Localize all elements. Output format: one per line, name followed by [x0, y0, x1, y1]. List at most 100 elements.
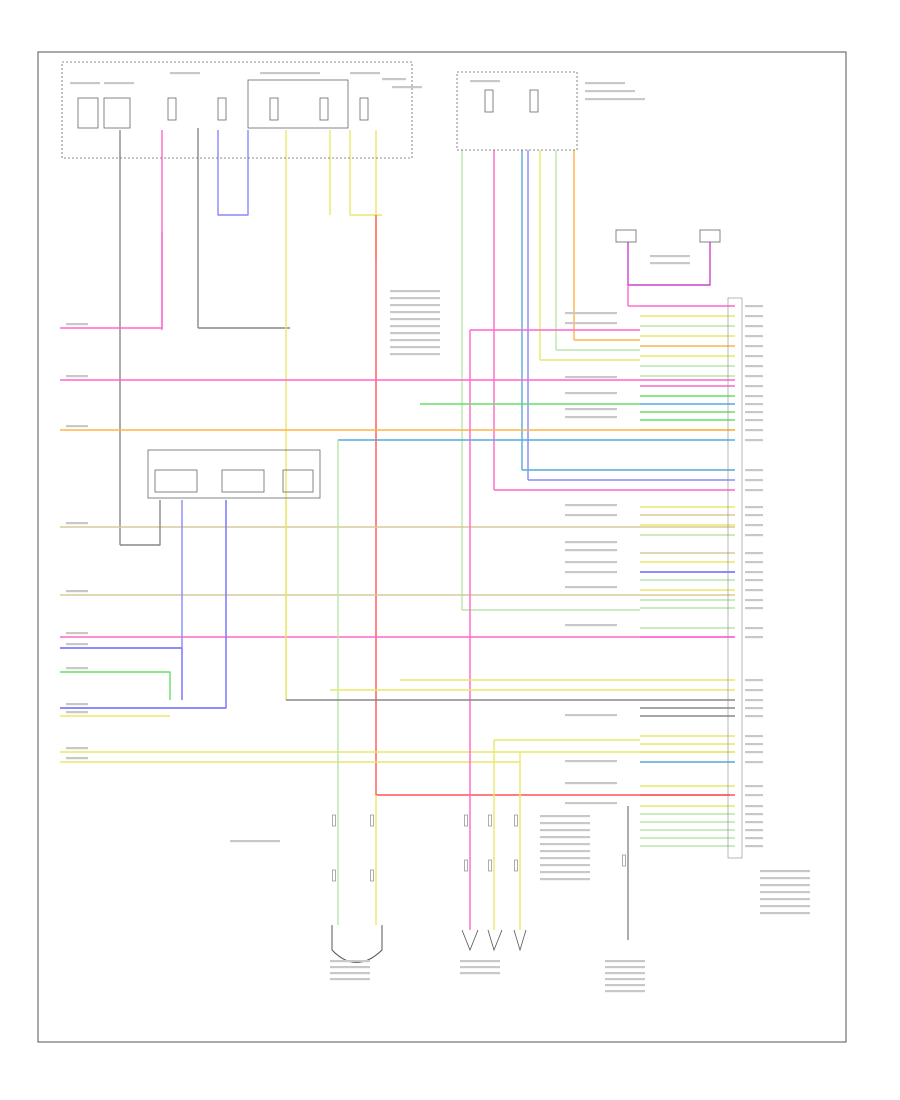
- pin-label: [745, 751, 763, 754]
- connector-pin: [488, 814, 492, 827]
- circuit-label: [565, 624, 617, 627]
- pin-label: [745, 403, 763, 406]
- module-sub: [282, 469, 314, 493]
- pin-label: [745, 524, 763, 527]
- component-label: [760, 877, 810, 880]
- component-label: [605, 960, 645, 963]
- header-label: [585, 82, 625, 85]
- circuit-label: [565, 571, 617, 574]
- circuit-label: [565, 408, 617, 411]
- component-label: [605, 990, 645, 993]
- pin-label: [745, 813, 763, 816]
- component-label: [760, 912, 810, 915]
- circuit-label: [565, 561, 617, 564]
- fuse-element: [167, 97, 177, 121]
- circuit-label: [565, 714, 617, 717]
- pin-label: [745, 794, 763, 797]
- connector-pin: [370, 869, 374, 882]
- connector-pin: [332, 869, 336, 882]
- pin-label: [745, 571, 763, 574]
- pin-label: [745, 785, 763, 788]
- circuit-label: [565, 549, 617, 552]
- circuit-label: [565, 504, 617, 507]
- connector-pin: [464, 859, 468, 872]
- connector-pin: [332, 814, 336, 827]
- pin-label: [745, 707, 763, 710]
- wire-color-label: [66, 425, 88, 428]
- circuit-label: [565, 514, 617, 517]
- component-label: [390, 290, 440, 293]
- component-label: [650, 255, 690, 258]
- pin-label: [745, 429, 763, 432]
- pin-label: [745, 469, 763, 472]
- component-label: [760, 884, 810, 887]
- pin-label: [745, 479, 763, 482]
- fuse-element: [484, 89, 494, 113]
- connector-pin: [622, 854, 626, 867]
- module-box: [147, 449, 321, 499]
- pin-label: [745, 561, 763, 564]
- connector-pin: [514, 814, 518, 827]
- fuse-box-top-left: [61, 61, 413, 159]
- pin-label: [745, 395, 763, 398]
- component-label: [605, 966, 645, 969]
- pin-label: [745, 837, 763, 840]
- header-label: [70, 82, 100, 85]
- module-sub: [154, 469, 198, 493]
- wire: [627, 242, 711, 286]
- wire-color-label: [66, 632, 88, 635]
- fuse-element: [217, 97, 227, 121]
- header-label: [104, 82, 134, 85]
- pin-label: [745, 385, 763, 388]
- component-label: [330, 972, 370, 975]
- switch-box: [615, 229, 637, 243]
- component-label: [605, 984, 645, 987]
- fuse-element: [319, 97, 329, 121]
- component-label: [390, 297, 440, 300]
- wire: [120, 500, 161, 546]
- component-label: [540, 829, 590, 832]
- circuit-label: [565, 312, 617, 315]
- wire-color-label: [66, 747, 88, 750]
- component-label: [760, 898, 810, 901]
- pin-label: [745, 627, 763, 630]
- sensor-symbol: [331, 925, 383, 963]
- header-label: [382, 78, 406, 81]
- switch-box: [699, 229, 721, 243]
- pin-label: [745, 821, 763, 824]
- connector-pin: [514, 859, 518, 872]
- pin-label: [745, 761, 763, 764]
- wire-color-label: [66, 757, 88, 760]
- connector-pin: [370, 814, 374, 827]
- wire-color-label: [66, 703, 88, 706]
- pin-label: [745, 411, 763, 414]
- fuse-box-top-right: [456, 71, 578, 151]
- circuit-label: [565, 541, 617, 544]
- component-label: [390, 332, 440, 335]
- connector-pin: [488, 859, 492, 872]
- pin-label: [745, 534, 763, 537]
- component-label: [390, 311, 440, 314]
- pin-label: [745, 439, 763, 442]
- wire-color-label: [66, 375, 88, 378]
- component-label: [540, 857, 590, 860]
- component-label: [390, 304, 440, 307]
- component-label: [540, 822, 590, 825]
- pin-label: [745, 743, 763, 746]
- fuel-pump-symbol: [461, 929, 527, 952]
- pin-label: [745, 689, 763, 692]
- pin-label: [745, 845, 763, 848]
- fuse-element: [269, 97, 279, 121]
- relay-box: [247, 79, 349, 129]
- pin-label: [745, 715, 763, 718]
- wire-color-label: [66, 643, 88, 646]
- pin-label: [745, 506, 763, 509]
- pin-label: [745, 325, 763, 328]
- component-label: [540, 864, 590, 867]
- component-label: [760, 905, 810, 908]
- component-label: [540, 815, 590, 818]
- component-label: [390, 353, 440, 356]
- pin-label: [745, 805, 763, 808]
- pin-label: [745, 579, 763, 582]
